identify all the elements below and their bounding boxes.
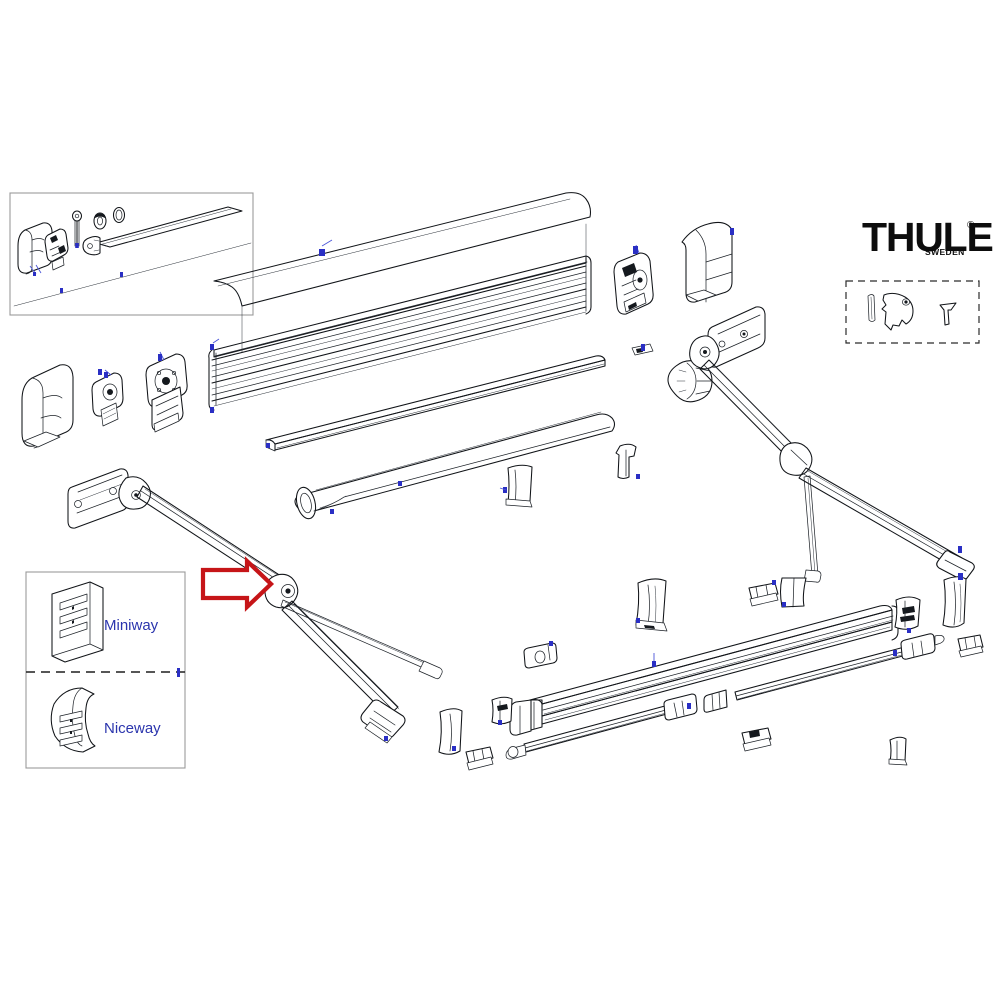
awning-case-profile bbox=[208, 192, 592, 413]
bracket-hardware-detail-box bbox=[845, 280, 980, 344]
registered-mark-icon: ® bbox=[967, 220, 975, 231]
mount-bracket-part-10 bbox=[491, 696, 513, 725]
mount-bracket-part-7 bbox=[741, 727, 772, 752]
lead-rail-profile bbox=[509, 604, 899, 736]
retaining-clip-part bbox=[939, 302, 957, 326]
roller-tube-detail-box bbox=[9, 192, 254, 316]
niceway-icon bbox=[50, 687, 96, 753]
left-end-cap-cover bbox=[21, 364, 102, 449]
wall-bracket-plate-part bbox=[881, 292, 914, 331]
roof-bracket-part-1 bbox=[499, 464, 533, 508]
gear-drive-mechanism bbox=[145, 351, 188, 433]
mount-bracket-part-6 bbox=[957, 634, 984, 658]
mount-bracket-part-9 bbox=[465, 746, 494, 771]
mount-bracket-part-4 bbox=[523, 641, 558, 669]
arm-elbow-joint bbox=[264, 573, 299, 609]
tube-end-cap-part bbox=[82, 235, 101, 256]
red-arrow-callout bbox=[200, 556, 275, 612]
mount-bracket-part-8 bbox=[888, 736, 908, 766]
right-end-cap-cover bbox=[681, 221, 734, 303]
arm-end-cap-part bbox=[438, 708, 463, 755]
fabric-roller-tube bbox=[294, 411, 616, 520]
left-arm-shoulder-bracket bbox=[67, 468, 151, 529]
thule-wordmark: THULE bbox=[862, 214, 993, 260]
roof-bracket-part-3 bbox=[635, 578, 668, 632]
right-rail-end-cap bbox=[942, 573, 967, 628]
thule-logo: THULE SWEDEN ® bbox=[862, 214, 994, 260]
drum-unit-part bbox=[667, 360, 713, 403]
thule-subscript: SWEDEN bbox=[925, 247, 965, 257]
spring-tension-unit bbox=[91, 369, 124, 427]
mount-bracket-part-11 bbox=[779, 577, 807, 608]
right-arm-mount-bracket bbox=[689, 306, 766, 370]
drive-screw-part bbox=[71, 210, 83, 248]
left-articulated-arm bbox=[136, 485, 443, 744]
legend-label-miniway: Miniway bbox=[104, 617, 159, 634]
miniway-icon bbox=[51, 581, 104, 663]
detail-gearbox-part bbox=[44, 228, 69, 271]
mount-bracket-part-5 bbox=[894, 596, 921, 633]
bearing-ring-parts bbox=[93, 206, 126, 230]
right-articulated-arm bbox=[699, 359, 975, 583]
retaining-clip-part-2 bbox=[748, 580, 779, 607]
detail-end-cap-part bbox=[17, 222, 53, 276]
right-gear-mechanism bbox=[613, 244, 654, 356]
variant-legend: Miniway Niceway bbox=[25, 571, 186, 769]
tension-rafter bbox=[505, 633, 945, 760]
roof-bracket-part-2 bbox=[615, 443, 640, 480]
legend-label-niceway: Niceway bbox=[104, 720, 161, 737]
left-arm-foot-bracket bbox=[360, 699, 406, 744]
valance-panel-part bbox=[265, 355, 606, 452]
